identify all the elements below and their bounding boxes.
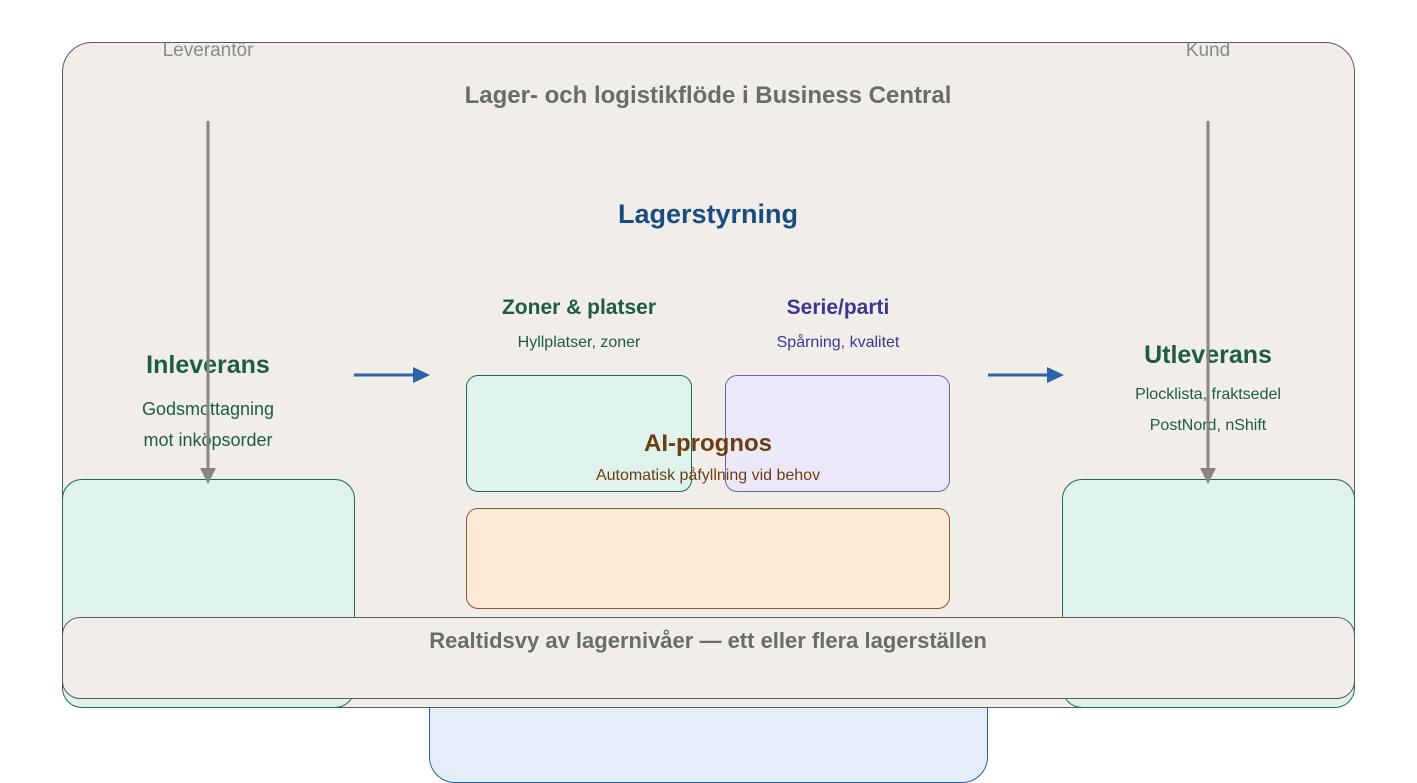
serie-box (725, 375, 950, 492)
zoner-title: Zoner & platser (501, 296, 657, 319)
arrows-layer (200, 121, 1216, 484)
ai-subtitle: Automatisk påfyllning vid behov (595, 467, 821, 484)
zoner-subtitle: Hyllplatser, zoner (517, 334, 641, 351)
lagerstyrning-title: Lagerstyrning (617, 199, 799, 229)
supplier-label: Leverantör (162, 40, 254, 61)
supplier-down-arrow (200, 121, 216, 484)
outbound-flow-arrow (988, 367, 1064, 383)
serie-title: Serie/parti (786, 296, 890, 319)
bottom-bar (62, 617, 1355, 699)
serie-subtitle: Spårning, kvalitet (776, 334, 900, 351)
zoner-box (466, 375, 692, 492)
inbound-flow-arrow (354, 367, 430, 383)
ai-box (466, 508, 950, 609)
diagram-title: Lager- och logistikflöde i Business Cent… (464, 82, 952, 109)
customer-down-arrow (1200, 121, 1216, 484)
bottom-bar-label: Realtidsvy av lagernivåer — ett eller fl… (429, 628, 987, 653)
ai-title: AI-prognos (644, 430, 772, 457)
customer-label: Kund (1185, 40, 1231, 61)
